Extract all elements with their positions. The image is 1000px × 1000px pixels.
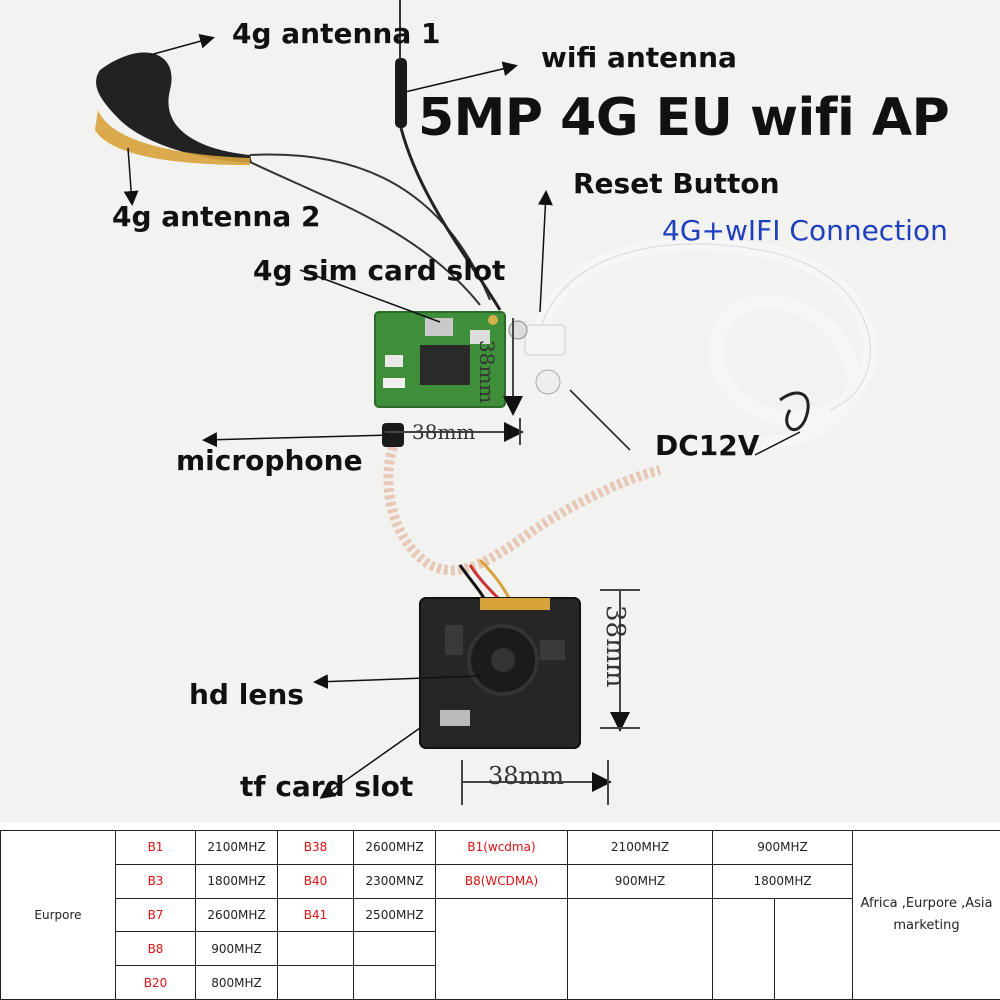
label-4g-antenna-1: 4g antenna 1 [232, 17, 441, 50]
table-row: B20 800MHZ [1, 965, 1000, 1000]
empty-cell [277, 931, 354, 967]
product-title: 5MP 4G EU wifi AP [418, 88, 950, 148]
product-photo: 5MP 4G EU wifi AP 4G+wIFI Connection 4g … [0, 0, 1000, 823]
empty-cell [567, 897, 713, 1000]
label-tf-card-slot: tf card slot [240, 770, 414, 803]
empty-cell [277, 965, 354, 1000]
label-microphone: microphone [176, 444, 363, 477]
freq-cell: 2100MHZ [195, 830, 278, 865]
band-cell: B41 [277, 897, 354, 933]
connection-subtitle: 4G+wIFI Connection [662, 214, 948, 247]
empty-cell [353, 931, 436, 967]
band-cell: B20 [115, 965, 196, 1000]
empty-cell [712, 897, 775, 1000]
region-cell: Eurpore [0, 830, 116, 1000]
antenna-cable-1 [249, 153, 491, 301]
microphone-part [382, 423, 404, 447]
freq-cell: 800MHZ [195, 965, 278, 1000]
band-cell: B8 [115, 931, 196, 967]
table-row: B7 2600MHZ B41 2500MHZ [1, 897, 1000, 1000]
spiral-cable [383, 438, 662, 576]
label-4g-antenna-2: 4g antenna 2 [112, 200, 321, 233]
label-sim-card-slot: 4g sim card slot [253, 254, 506, 287]
label-dc12v: DC12V [655, 429, 760, 462]
product-illustration [95, 0, 878, 805]
freq-cell: 2300MNZ [353, 863, 436, 899]
flex-antenna-gold [95, 110, 250, 165]
dim-camera-height: 38mm [600, 605, 630, 688]
empty-cell [353, 965, 436, 1000]
4g-board [374, 311, 506, 408]
wifi-antenna-body [395, 58, 407, 128]
camera-board [419, 597, 581, 749]
freq-cell: 2600MHZ [353, 830, 436, 865]
dim-sim-height: 38mm [475, 340, 499, 404]
band-cell: B40 [277, 863, 354, 899]
power-cable [533, 237, 878, 452]
band-cell: B3 [115, 863, 196, 899]
empty-cell [773, 897, 854, 1000]
wcdma-band-cell: B8(WCDMA) [435, 863, 568, 899]
freq-cell: 2600MHZ [195, 897, 278, 933]
dim-camera-width: 38mm [488, 762, 565, 790]
label-hd-lens: hd lens [189, 678, 304, 711]
dc-connector [524, 324, 566, 356]
flex-antenna [96, 52, 252, 163]
freq-cell: 900MHZ [195, 931, 278, 967]
band-cell: B1 [115, 830, 196, 865]
freq-cell: 1800MHZ [195, 863, 278, 899]
frequency-band-table: Eurpore B1 2100MHZ B38 2600MHZ B1(wcdma)… [0, 830, 1000, 1000]
table-row: Eurpore B1 2100MHZ B38 2600MHZ B1(wcdma)… [0, 830, 1000, 1000]
freq-cell: 2500MHZ [353, 897, 436, 933]
antenna-cable-2 [249, 161, 481, 306]
empty-cell [435, 897, 568, 1000]
gsm-freq-cell: 1800MHZ [711, 863, 854, 899]
dim-sim-width: 38mm [412, 420, 476, 444]
wcdma-freq-cell: 2100MHZ [567, 830, 713, 865]
table-row: B3 1800MHZ B40 2300MNZ B8(WCDMA) 900MHZ … [1, 863, 1000, 899]
band-cell: B38 [277, 830, 354, 865]
label-reset-button: Reset Button [573, 167, 780, 200]
gsm-freq-cell: 900MHZ [711, 830, 854, 865]
wcdma-band-cell: B1(wcdma) [435, 830, 568, 865]
band-cell: B7 [115, 897, 196, 933]
market-cell: Africa ,Eurpore ,Asia marketing [852, 830, 1000, 1000]
wcdma-freq-cell: 900MHZ [567, 863, 713, 899]
label-wifi-antenna: wifi antenna [541, 41, 737, 74]
